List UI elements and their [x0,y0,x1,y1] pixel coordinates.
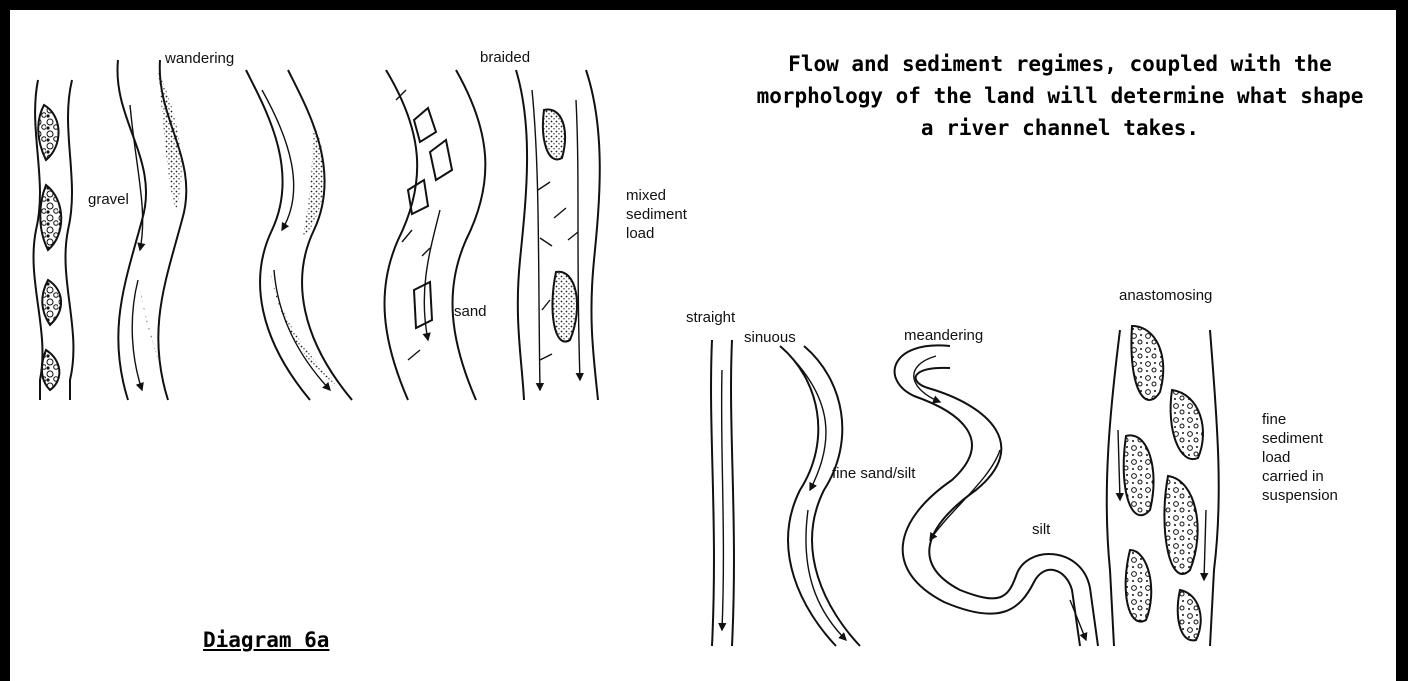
mixed-load-line: load [626,224,687,243]
label-gravel: gravel [88,191,129,208]
page-frame: wandering braided gravel sand [10,10,1396,681]
mixed-load-line: sediment [626,205,687,224]
fine-load-note: fine sediment load carried in suspension [1262,410,1338,505]
label-braided: braided [480,49,530,66]
mixed-load-note: mixed sediment load [626,186,687,243]
fine-load-line: carried in [1262,467,1338,486]
label-sand: sand [454,303,487,320]
fine-load-line: sediment [1262,429,1338,448]
label-fine-sand-silt: fine sand/silt [832,465,916,482]
fine-load-line: load [1262,448,1338,467]
label-meandering: meandering [904,327,983,344]
bottom-channel-panel [711,326,1219,646]
label-sinuous: sinuous [744,329,796,346]
diagram-title: Diagram 6a [203,628,329,652]
top-channel-panel [34,60,600,400]
fine-load-line: suspension [1262,486,1338,505]
caption: Flow and sediment regimes, coupled with … [750,48,1370,144]
label-anastomosing: anastomosing [1119,287,1212,304]
label-wandering: wandering [164,50,234,67]
label-silt: silt [1032,521,1051,538]
label-straight: straight [686,309,736,326]
fine-load-line: fine [1262,410,1338,429]
mixed-load-line: mixed [626,186,687,205]
